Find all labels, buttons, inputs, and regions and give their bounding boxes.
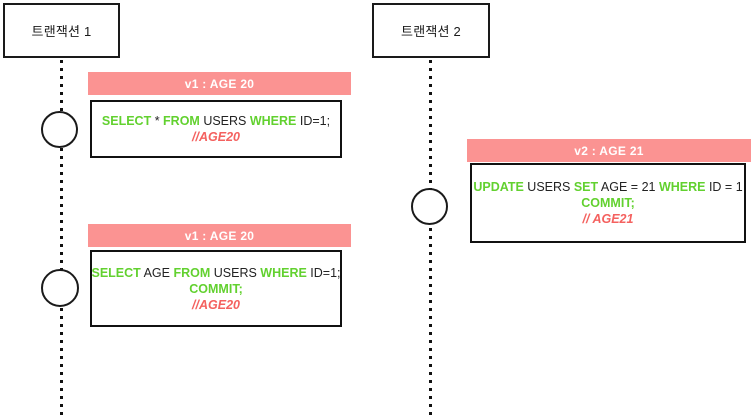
sql-token: COMMIT; — [189, 281, 243, 296]
event-marker-t2-update-1[interactable] — [411, 188, 448, 225]
lifeline-transaction-1 — [60, 60, 63, 417]
version-banner-t2-update-1: v2 : AGE 21 — [467, 139, 751, 162]
sql-token: SELECT — [101, 114, 152, 128]
participant-label-transaction-1: 트랜잭션 1 — [31, 24, 92, 39]
sql-comment: //AGE20 — [192, 297, 240, 312]
sql-token: ID=1; — [306, 265, 341, 280]
sql-token: USERS — [199, 114, 250, 128]
version-banner-label: v2 : AGE 21 — [574, 143, 644, 158]
sql-token: WHERE — [249, 114, 297, 128]
sql-line: UPDATE USERS SET AGE = 21 WHERE ID = 1 — [473, 179, 742, 195]
sql-token: USERS — [210, 265, 261, 280]
lifeline-transaction-2 — [429, 60, 432, 417]
sql-token: AGE = 21 — [598, 180, 659, 194]
participant-box-transaction-2[interactable]: 트랜잭션 2 — [372, 3, 490, 58]
sql-box-t1-read-2[interactable]: SELECT AGE FROM USERS WHERE ID=1; COMMIT… — [90, 250, 342, 327]
version-banner-label: v1 : AGE 20 — [184, 228, 255, 243]
sql-box-t2-update-1[interactable]: UPDATE USERS SET AGE = 21 WHERE ID = 1 C… — [470, 163, 746, 243]
sql-line: SELECT * FROM USERS WHERE ID=1; — [102, 113, 330, 129]
sql-line: SELECT AGE FROM USERS WHERE ID=1; — [91, 265, 340, 281]
version-banner-label: v1 : AGE 20 — [184, 76, 255, 91]
sql-token: UPDATE — [473, 180, 524, 194]
participant-box-transaction-1[interactable]: 트랜잭션 1 — [3, 3, 120, 58]
sql-token: ID = 1 — [705, 180, 743, 194]
version-banner-t1-read-2: v1 : AGE 20 — [88, 224, 351, 247]
sql-token: SET — [573, 180, 599, 194]
version-banner-t1-read-1: v1 : AGE 20 — [88, 72, 351, 95]
event-marker-t1-read-2[interactable] — [41, 269, 79, 307]
sql-token: * — [151, 114, 164, 128]
sql-token: FROM — [173, 265, 211, 280]
sql-token: WHERE — [260, 265, 307, 280]
sql-token: FROM — [163, 114, 200, 128]
sql-token: AGE — [140, 265, 174, 280]
sql-line: //AGE20 — [192, 129, 240, 145]
sql-comment: // AGE21 — [582, 212, 634, 226]
sql-line: // AGE21 — [583, 211, 634, 227]
sql-line: //AGE20 — [192, 297, 240, 313]
sql-token: SELECT — [91, 265, 141, 280]
participant-label-transaction-2: 트랜잭션 2 — [401, 24, 461, 39]
sql-token: WHERE — [658, 180, 706, 194]
sql-box-t1-read-1[interactable]: SELECT * FROM USERS WHERE ID=1; //AGE20 — [90, 100, 342, 158]
sql-comment: //AGE20 — [192, 130, 240, 144]
sql-line: COMMIT; — [581, 195, 634, 211]
sql-token: USERS — [523, 180, 574, 194]
event-marker-t1-read-1[interactable] — [41, 111, 78, 148]
sql-token: ID=1; — [296, 114, 331, 128]
sql-token: COMMIT; — [581, 196, 635, 210]
sql-line: COMMIT; — [189, 281, 242, 297]
